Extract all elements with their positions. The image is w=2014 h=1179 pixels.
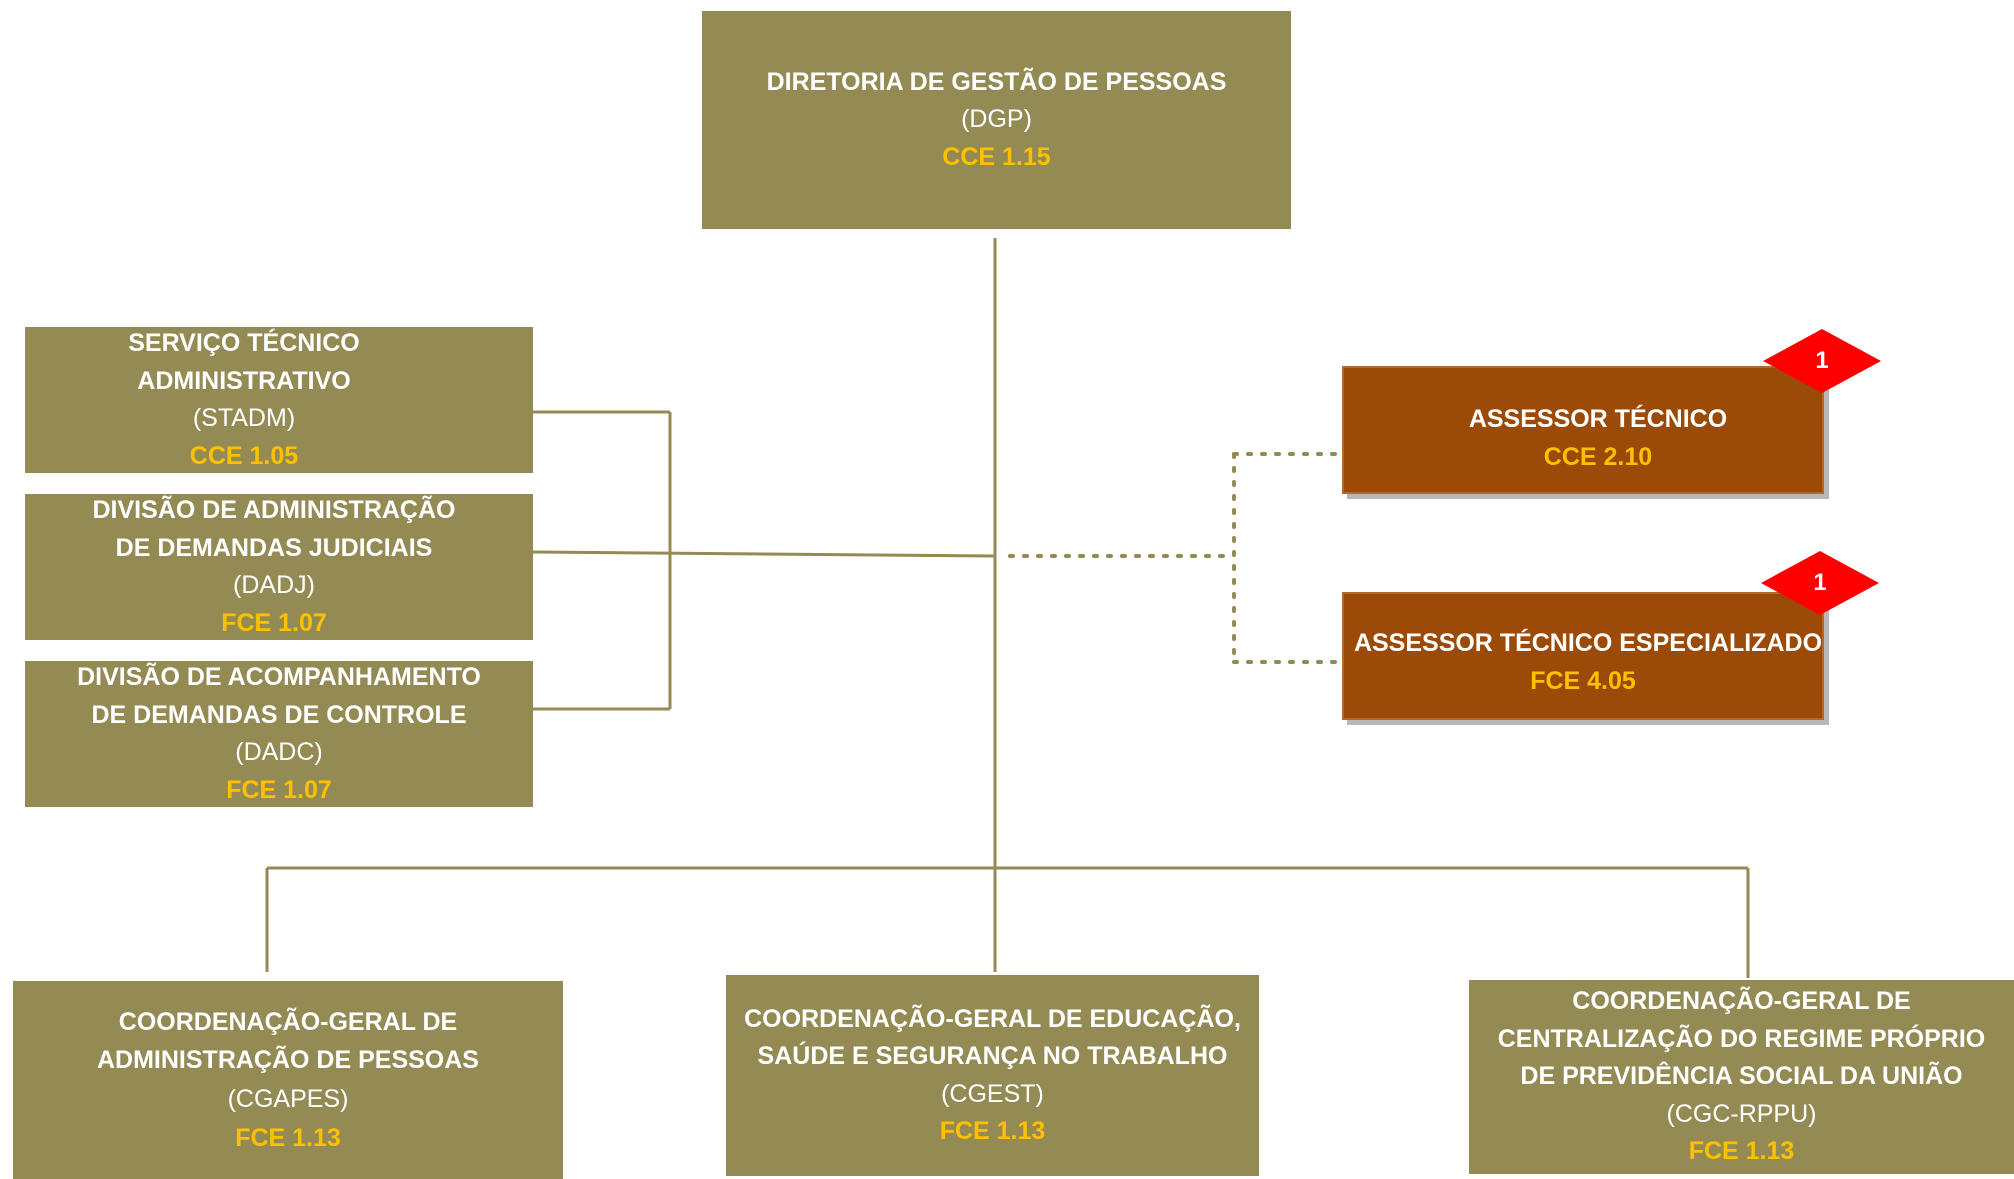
- unit-code: CCE 1.05: [189, 441, 299, 470]
- count-badge: 1: [1761, 551, 1879, 615]
- unit-title-line: DIVISÃO DE ADMINISTRAÇÃO: [92, 496, 456, 524]
- unit-box-dadj: DIVISÃO DE ADMINISTRAÇÃO DE DEMANDAS JUD…: [25, 494, 533, 640]
- unit-title-line: DE DEMANDAS JUDICIAIS: [115, 533, 433, 562]
- unit-code: FCE 1.07: [221, 608, 327, 637]
- unit-box-dadc: DIVISÃO DE ACOMPANHAMENTO DE DEMANDAS DE…: [25, 661, 533, 807]
- coordination-box-cgc-rppu: COORDENAÇÃO-GERAL DE CENTRALIZAÇÃO DO RE…: [1469, 980, 2014, 1174]
- unit-sigla: (DADJ): [233, 571, 315, 599]
- coordination-title-line: DE PREVIDÊNCIA SOCIAL DA UNIÃO: [1520, 1062, 1963, 1091]
- coordination-box-cgest: COORDENAÇÃO-GERAL DE EDUCAÇÃO, SAÚDE E S…: [726, 975, 1259, 1176]
- diamond-icon: [1761, 551, 1879, 615]
- unit-title-line: DIVISÃO DE ACOMPANHAMENTO: [77, 663, 481, 691]
- unit-title-line: DE DEMANDAS DE CONTROLE: [91, 700, 467, 729]
- count-badge-value: 1: [1815, 347, 1829, 374]
- coordination-sigla: (CGC-RPPU): [1666, 1099, 1817, 1128]
- director-title: DIRETORIA DE GESTÃO DE PESSOAS: [766, 67, 1227, 96]
- director-box: DIRETORIA DE GESTÃO DE PESSOAS (DGP) CCE…: [702, 11, 1291, 229]
- coordination-title-line: ADMINISTRAÇÃO DE PESSOAS: [97, 1046, 479, 1075]
- coordination-title-line: SAÚDE E SEGURANÇA NO TRABALHO: [757, 1042, 1228, 1070]
- advisor-code: FCE 4.05: [1530, 666, 1636, 695]
- coordination-code: FCE 1.13: [1688, 1137, 1795, 1166]
- unit-code: FCE 1.07: [226, 775, 332, 804]
- count-badge: 1: [1763, 329, 1881, 393]
- coordination-code: FCE 1.13: [235, 1123, 341, 1152]
- left-branch-line: [532, 550, 996, 558]
- unit-title-line: SERVIÇO TÉCNICO: [128, 329, 360, 357]
- coordination-sigla: (CGEST): [941, 1079, 1044, 1108]
- unit-box-stadm: SERVIÇO TÉCNICO ADMINISTRATIVO (STADM) C…: [25, 327, 533, 473]
- unit-title-line: ADMINISTRATIVO: [137, 366, 351, 395]
- count-badge-value: 1: [1813, 569, 1827, 596]
- coordination-title-line: CENTRALIZAÇÃO DO REGIME PRÓPRIO: [1497, 1024, 1986, 1053]
- director-sigla: (DGP): [961, 105, 1032, 134]
- advisor-box-assessor-especializado: ASSESSOR TÉCNICO ESPECIALIZADO FCE 4.05: [1342, 592, 1824, 720]
- coordination-title-line: COORDENAÇÃO-GERAL DE EDUCAÇÃO,: [744, 1004, 1241, 1033]
- advisor-box-assessor-tecnico: ASSESSOR TÉCNICO CCE 2.10: [1342, 366, 1824, 494]
- unit-sigla: (STADM): [192, 404, 296, 432]
- director-code: CCE 1.15: [942, 142, 1051, 171]
- advisor-title: ASSESSOR TÉCNICO: [1468, 405, 1728, 433]
- coordination-title-line: COORDENAÇÃO-GERAL DE: [1572, 987, 1911, 1016]
- coordination-title-line: COORDENAÇÃO-GERAL DE: [118, 1007, 458, 1036]
- unit-sigla: (DADC): [235, 738, 323, 766]
- advisor-title: ASSESSOR TÉCNICO ESPECIALIZADO: [1353, 629, 1823, 657]
- advisor-code: CCE 2.10: [1543, 442, 1653, 471]
- coordination-box-cgapes: COORDENAÇÃO-GERAL DE ADMINISTRAÇÃO DE PE…: [13, 981, 563, 1179]
- coordination-sigla: (CGAPES): [227, 1085, 349, 1113]
- diamond-icon: [1763, 329, 1881, 393]
- coordination-code: FCE 1.13: [939, 1117, 1046, 1145]
